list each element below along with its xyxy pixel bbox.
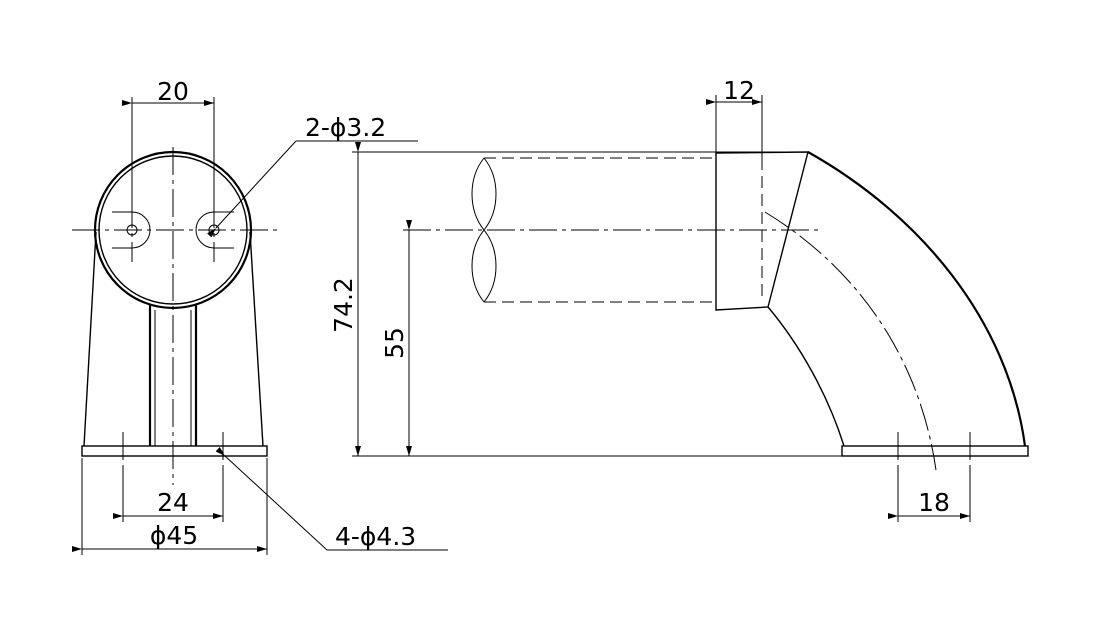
front-view: 20 2-ϕ3.2 24 ϕ45 4-ϕ4.3 bbox=[72, 77, 448, 555]
dim-side-base-hole-spacing: 18 bbox=[888, 466, 971, 522]
arm-inner-curve bbox=[767, 306, 845, 447]
callout-top-holes-label: 2-ϕ3.2 bbox=[305, 113, 386, 142]
body-right-edge bbox=[249, 231, 264, 447]
callout-base-holes: 4-ϕ4.3 bbox=[215, 447, 448, 551]
side-view: 12 74.2 55 18 bbox=[329, 76, 1029, 522]
dim-base-diameter: ϕ45 bbox=[72, 458, 268, 555]
dim-side-base-hole-spacing-label: 18 bbox=[918, 488, 950, 517]
dim-base-hole-spacing: 24 bbox=[113, 466, 224, 522]
arm-centerline bbox=[764, 211, 937, 471]
side-base-plate bbox=[841, 445, 1029, 457]
body-left-edge bbox=[83, 231, 97, 447]
dim-hole-spacing-label: 20 bbox=[157, 77, 189, 106]
dim-base-diameter-label: ϕ45 bbox=[150, 521, 198, 550]
dim-center-height: 55 bbox=[380, 220, 412, 456]
dim-total-height: 74.2 bbox=[329, 142, 361, 456]
dim-tube-depth: 12 bbox=[706, 76, 763, 158]
callout-top-holes: 2-ϕ3.2 bbox=[207, 113, 418, 238]
dim-center-height-label: 55 bbox=[380, 327, 409, 359]
callout-base-holes-label: 4-ϕ4.3 bbox=[335, 522, 416, 551]
dim-base-hole-spacing-label: 24 bbox=[157, 488, 189, 517]
dim-tube-depth-label: 12 bbox=[723, 76, 755, 105]
dim-total-height-label: 74.2 bbox=[329, 277, 358, 333]
arm-outer-curve bbox=[807, 151, 1027, 447]
base-plate bbox=[81, 445, 268, 457]
dim-hole-spacing: 20 bbox=[122, 77, 215, 200]
